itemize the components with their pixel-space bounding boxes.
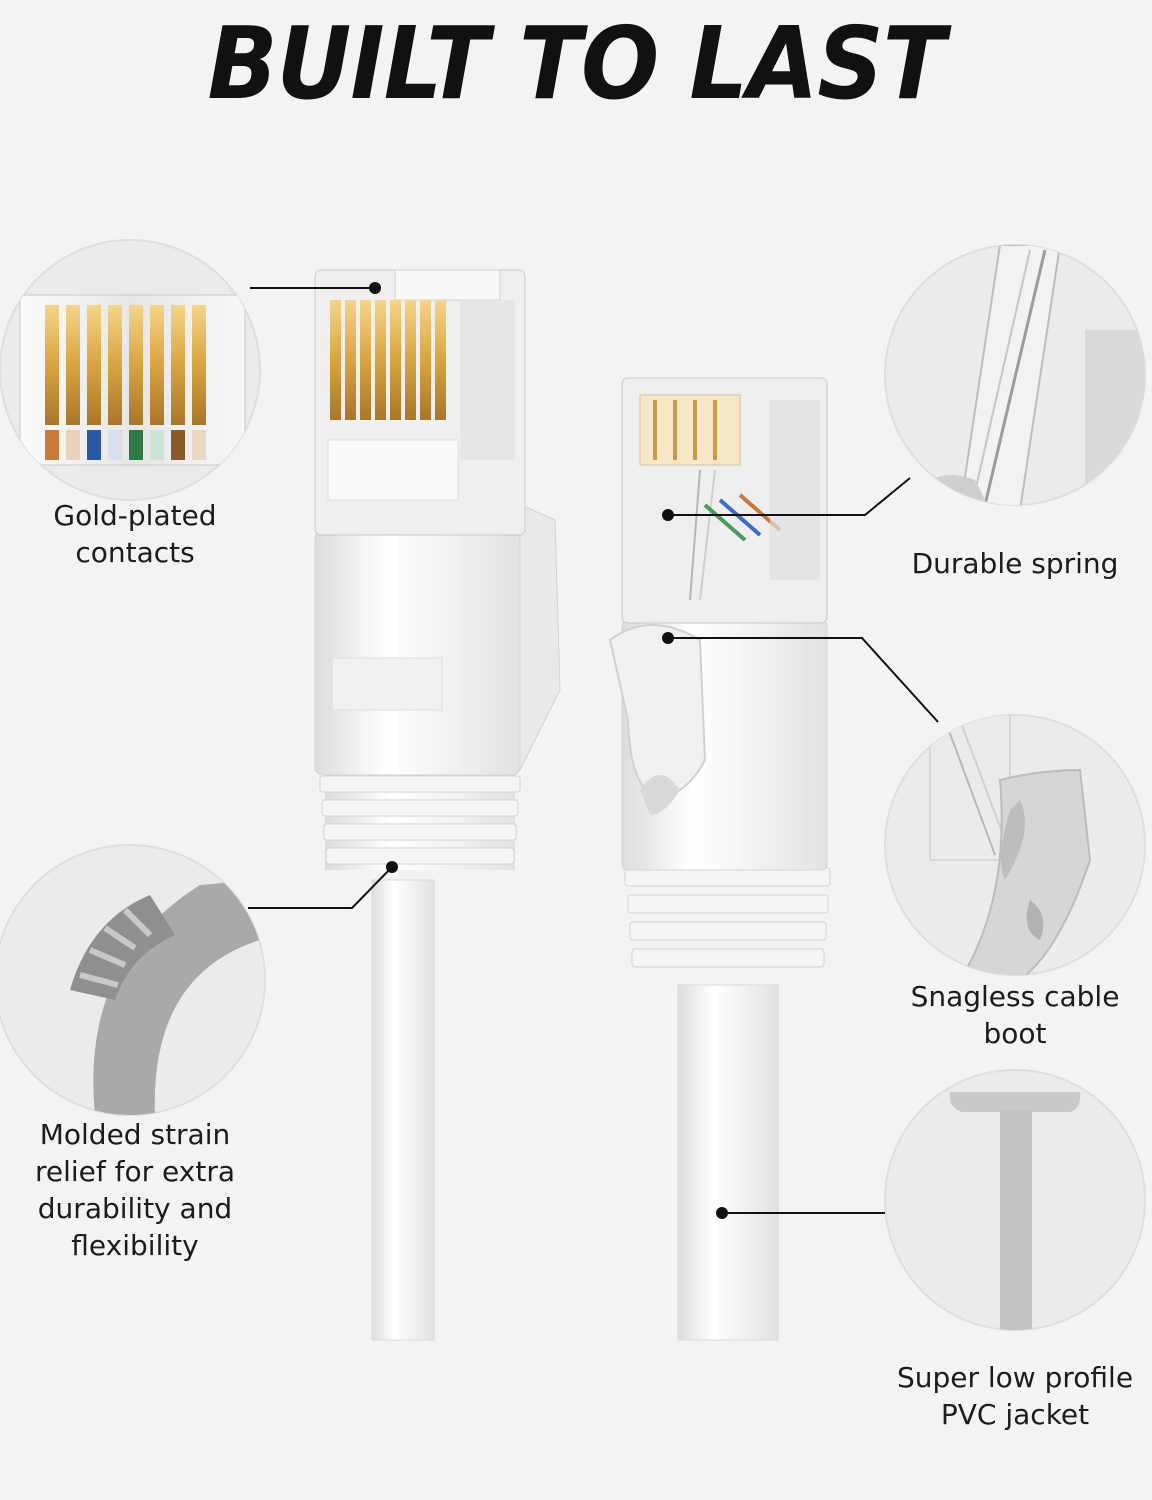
feature-label-spring: Durable spring bbox=[911, 547, 1119, 580]
callout-line-spring bbox=[668, 477, 911, 516]
callout-dot-strain bbox=[386, 861, 398, 873]
callout-line-boot bbox=[668, 637, 939, 723]
gold-pins bbox=[45, 305, 206, 425]
callout-dot-jacket bbox=[716, 1207, 728, 1219]
callout-dot-gold bbox=[369, 282, 381, 294]
feature-label-strain: Molded strain relief for extra durabilit… bbox=[34, 1118, 236, 1262]
feature-label-gold: Gold-plated contacts bbox=[53, 499, 217, 569]
feature-label-jacket: Super low profile PVC jacket bbox=[896, 1361, 1134, 1431]
wire-ends bbox=[45, 430, 206, 460]
left-connector bbox=[314, 269, 561, 1341]
callout-dot-boot bbox=[662, 632, 674, 644]
headline: BUILT TO LAST bbox=[207, 5, 945, 122]
pvc-jacket-detail bbox=[884, 1069, 1146, 1331]
strain-relief-detail bbox=[0, 844, 266, 1116]
callout-dot-spring bbox=[662, 509, 674, 521]
snagless-boot-detail bbox=[884, 714, 1146, 976]
spring-detail bbox=[884, 244, 1146, 506]
feature-label-boot: Snagless cable boot bbox=[910, 980, 1120, 1050]
callout-dots bbox=[369, 282, 728, 1219]
right-connector bbox=[608, 377, 831, 1341]
callout-lines bbox=[248, 287, 939, 1214]
callout-line-strain bbox=[248, 866, 393, 909]
gold-contacts-detail bbox=[0, 239, 261, 501]
